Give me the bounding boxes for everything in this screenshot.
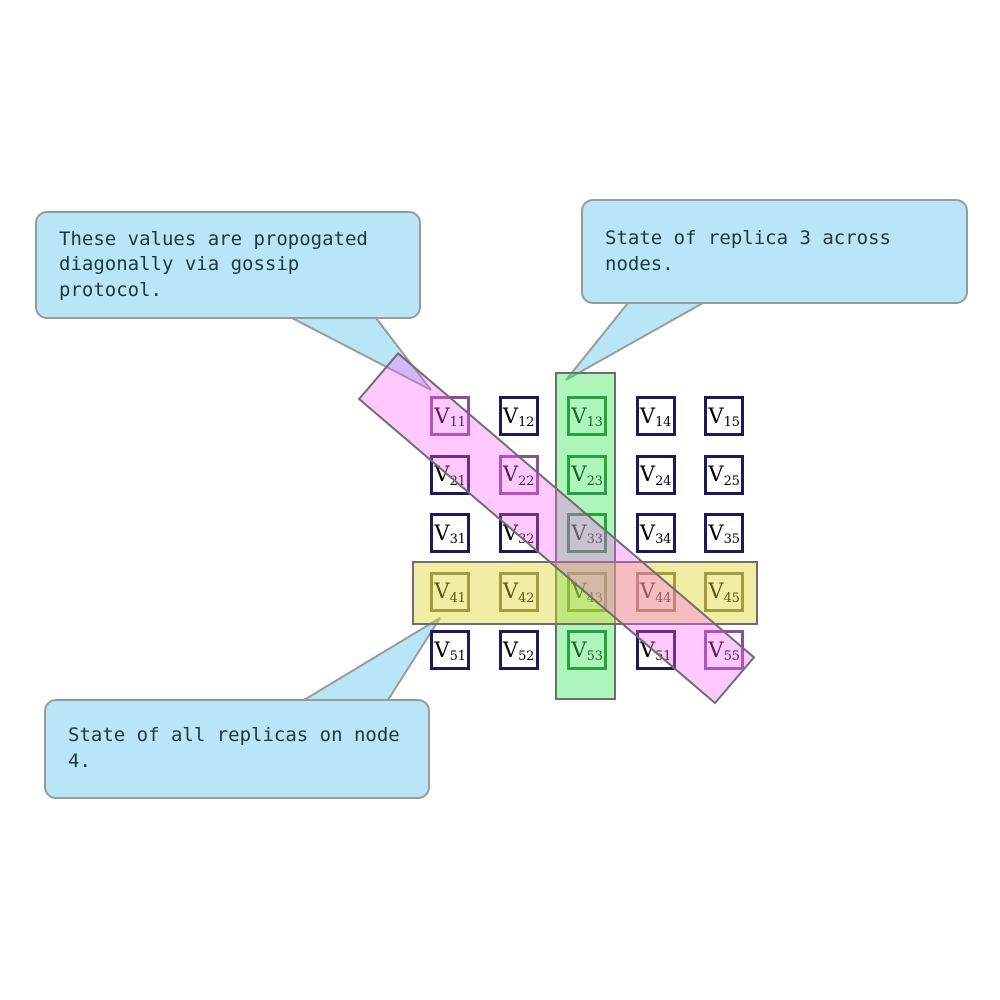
grid-cell-subscript: 32 [518, 532, 535, 548]
highlight-band-replica-column [555, 372, 616, 700]
grid-cell-1-1: V11 [430, 396, 470, 436]
grid-cell-label: V13 [571, 403, 603, 431]
grid-cell-label: V11 [434, 403, 466, 431]
grid-cell-subscript: 11 [449, 415, 466, 431]
grid-cell-subscript: 33 [586, 532, 603, 548]
grid-cell-2-1: V21 [430, 454, 470, 495]
grid-cell-subscript: 41 [449, 590, 466, 606]
grid-cell-label: V23 [571, 462, 603, 489]
grid-cell-3-4: V34 [635, 513, 676, 553]
grid-cell-label: V24 [639, 462, 672, 489]
grid-cell-label: V55 [708, 637, 740, 665]
grid-cell-2-3: V23 [567, 454, 607, 495]
grid-cell-4-3: V43 [567, 571, 607, 612]
grid-cell-label: V34 [639, 520, 672, 548]
grid-cell-3-5: V35 [704, 513, 744, 553]
grid-cell-subscript: 22 [518, 473, 535, 489]
grid-cell-subscript: 13 [586, 415, 603, 431]
grid-cell-label: V22 [502, 462, 535, 489]
grid-cell-subscript: 25 [723, 473, 740, 489]
grid-cell-1-5: V15 [704, 396, 744, 436]
grid-cell-label: V35 [708, 520, 740, 548]
grid-cell-label: V52 [502, 637, 535, 665]
grid-cell-subscript: 14 [655, 415, 672, 431]
grid-cell-subscript: 23 [586, 473, 603, 489]
grid-cell-5-3: V53 [567, 630, 607, 670]
grid-cell-5-4: V51 [635, 630, 676, 670]
grid-cell-3-1: V31 [430, 513, 470, 553]
grid-cell-subscript: 12 [518, 415, 535, 431]
callout-gossip-diagonal: These values are propogated diagonally v… [35, 211, 421, 319]
grid-cell-1-2: V12 [498, 396, 539, 436]
grid-cell-label: V25 [708, 462, 740, 489]
grid-cell-3-2: V32 [498, 513, 539, 553]
grid-cell-label: V44 [639, 579, 672, 606]
grid-cell-2-2: V22 [498, 454, 539, 495]
grid-cell-4-4: V44 [635, 571, 676, 612]
grid-cell-label: V33 [571, 520, 603, 548]
grid-cell-label: V32 [502, 520, 535, 548]
grid-cell-1-3: V13 [567, 396, 607, 436]
grid-cell-label: V41 [434, 579, 466, 606]
grid-cell-subscript: 53 [586, 649, 603, 665]
grid-cell-2-5: V25 [704, 454, 744, 495]
grid-cell-5-1: V51 [430, 630, 470, 670]
grid-cell-subscript: 15 [723, 415, 740, 431]
grid-cell-subscript: 34 [655, 532, 672, 548]
grid-cell-subscript: 51 [449, 649, 466, 665]
grid-cell-label: V45 [708, 579, 740, 606]
grid-cell-5-5: V55 [704, 630, 744, 670]
grid-cell-4-2: V42 [498, 571, 539, 612]
grid-cell-subscript: 44 [655, 590, 672, 606]
grid-cell-label: V12 [502, 403, 535, 431]
grid-cell-subscript: 24 [655, 473, 672, 489]
grid-cell-5-2: V52 [498, 630, 539, 670]
callout-node-4: State of all replicas on node 4. [44, 699, 430, 799]
grid-cell-subscript: 35 [723, 532, 740, 548]
grid-cell-label: V31 [434, 520, 466, 548]
grid-cell-subscript: 51 [655, 649, 672, 665]
grid-cell-label: V53 [571, 637, 603, 665]
grid-cell-subscript: 45 [723, 590, 740, 606]
grid-cell-4-5: V45 [704, 571, 744, 612]
grid-cell-subscript: 55 [723, 649, 740, 665]
grid-cell-label: V51 [434, 637, 466, 665]
grid-cell-2-4: V24 [635, 454, 676, 495]
grid-cell-label: V14 [639, 403, 672, 431]
grid-cell-subscript: 52 [518, 649, 535, 665]
grid-cell-label: V43 [571, 579, 603, 606]
grid-cell-subscript: 31 [449, 532, 466, 548]
grid-cell-subscript: 21 [449, 473, 466, 489]
grid-cell-label: V42 [502, 579, 535, 606]
grid-cell-label: V15 [708, 403, 740, 431]
grid-cell-label: V51 [639, 637, 672, 665]
grid-cell-subscript: 43 [586, 590, 603, 606]
highlight-band-node-row [412, 561, 758, 625]
grid-cell-1-4: V14 [635, 396, 676, 436]
grid-cell-label: V21 [434, 462, 466, 489]
grid-cell-3-3: V33 [567, 513, 607, 553]
grid-cell-4-1: V41 [430, 571, 470, 612]
callout-replica-3: State of replica 3 across nodes. [581, 199, 968, 304]
grid-cell-subscript: 42 [518, 590, 535, 606]
